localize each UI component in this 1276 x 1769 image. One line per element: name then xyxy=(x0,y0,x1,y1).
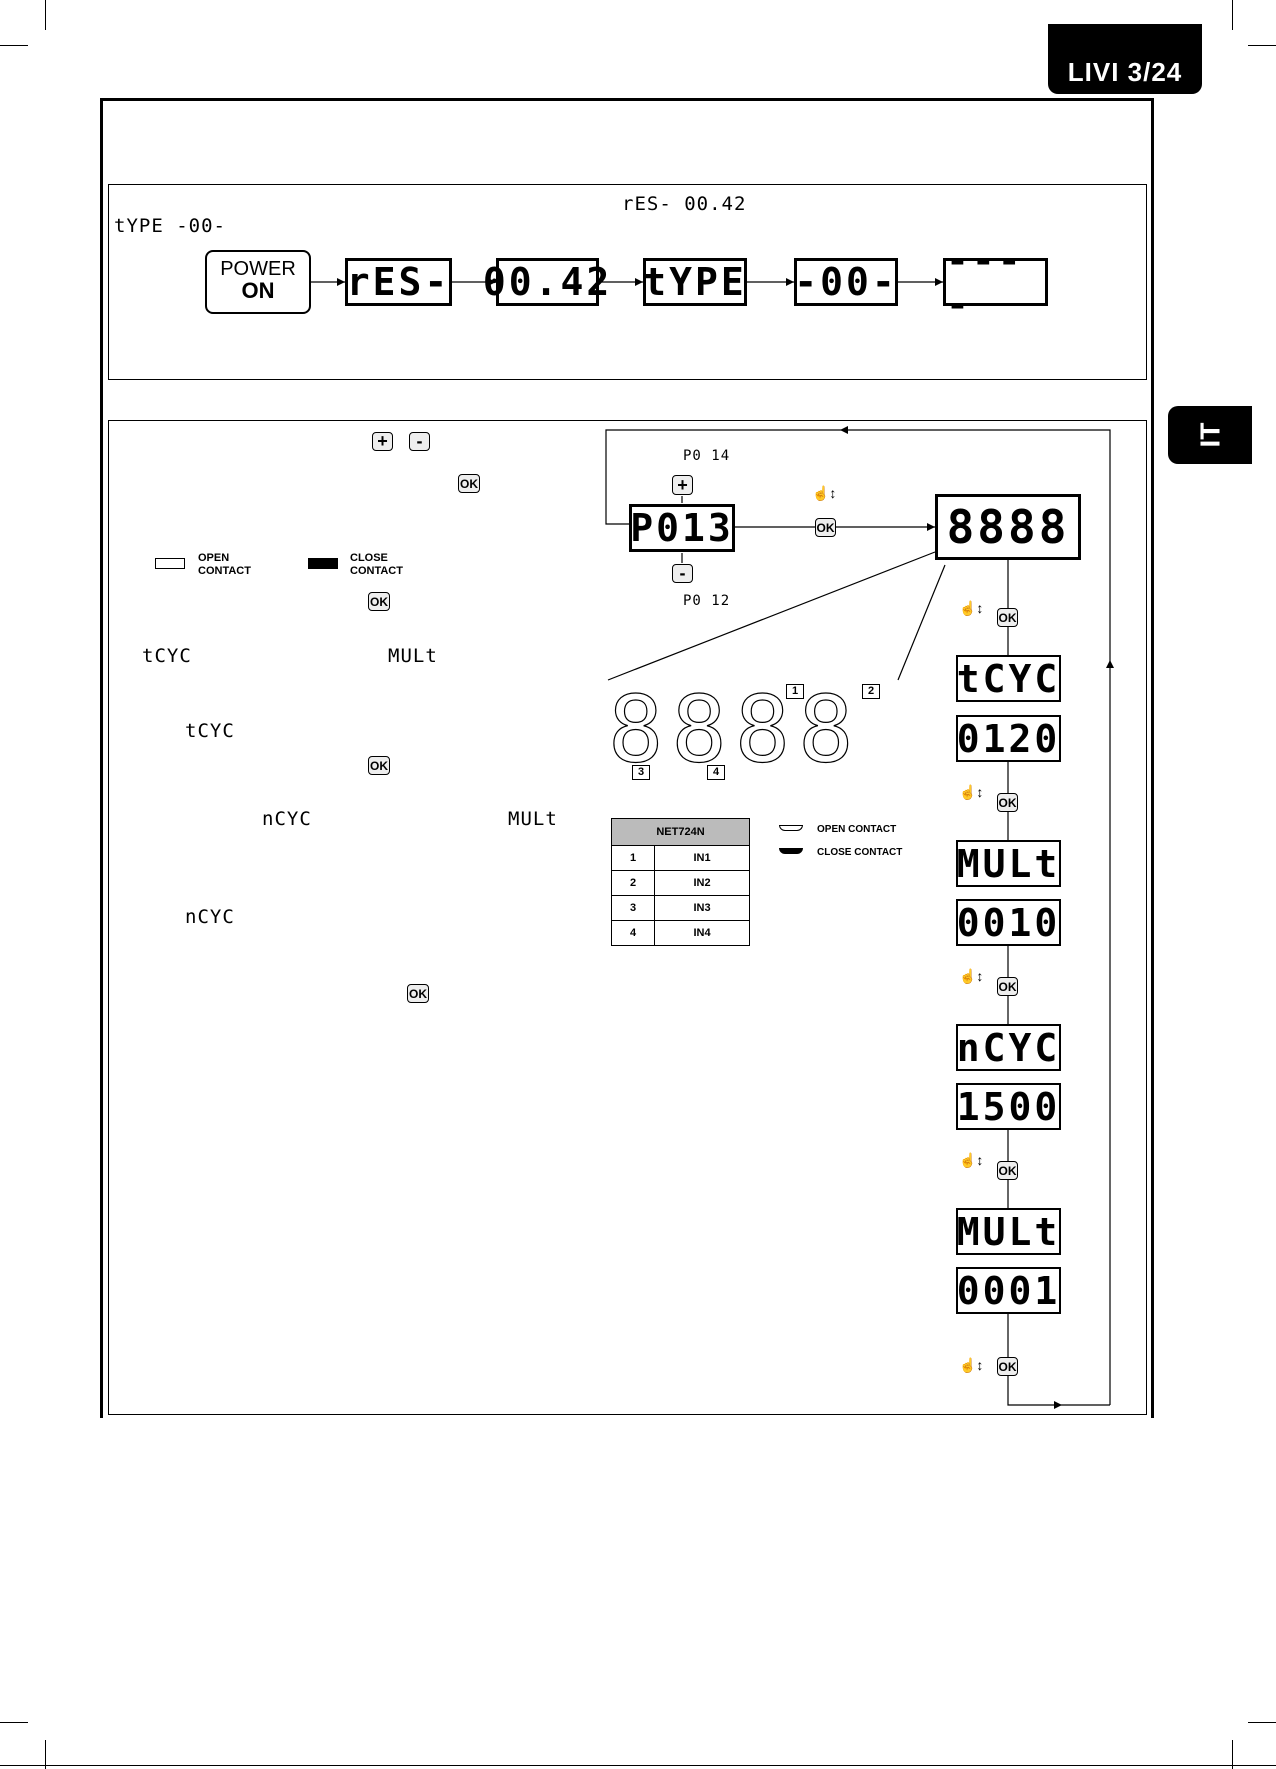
segment-label-1: 1 xyxy=(786,684,805,699)
display-mult-value: 0010 xyxy=(956,899,1061,946)
ok-key-icon: OK xyxy=(997,977,1018,996)
crop-mark xyxy=(1248,45,1276,46)
table-cell: 2 xyxy=(610,870,656,896)
display-tcyc-value: 0120 xyxy=(956,715,1061,762)
segment-label-2: 2 xyxy=(862,684,881,699)
close-contact-segment-icon xyxy=(779,848,803,854)
power-on-section xyxy=(108,184,1147,380)
table-cell: IN4 xyxy=(654,920,750,946)
crop-mark xyxy=(0,45,28,46)
table-cell: IN2 xyxy=(654,870,750,896)
table-cell: 1 xyxy=(610,845,656,871)
ok-key-icon: OK xyxy=(458,474,480,493)
crop-mark xyxy=(0,1722,28,1723)
type-text: tYPE -00- xyxy=(114,215,226,237)
display-tcyc: tCYC xyxy=(956,655,1061,702)
display-mult: MULt xyxy=(956,840,1061,887)
res-version-text: rES- 00.42 xyxy=(622,193,747,215)
table-cell: 3 xyxy=(610,895,656,921)
display-ncyc-value: 1500 xyxy=(956,1083,1061,1130)
minus-key-icon: - xyxy=(672,563,693,583)
finger-press-icon: ☝↕ xyxy=(959,1152,984,1168)
table-cell: 4 xyxy=(610,920,656,946)
zoomed-display: 8888 xyxy=(607,676,862,783)
open-contact-label: OPEN CONTACT xyxy=(198,552,251,577)
mult-text: MULt xyxy=(508,808,558,830)
display-type-value: -00- xyxy=(794,258,898,306)
minus-key-icon: - xyxy=(409,431,430,451)
ok-key-icon: OK xyxy=(815,518,836,537)
open-contact-segment-icon xyxy=(779,825,803,831)
finger-press-icon: ☝↕ xyxy=(959,968,984,984)
tcyc-text: tCYC xyxy=(185,720,235,742)
ok-key-icon: OK xyxy=(997,793,1018,812)
finger-press-icon: ☝↕ xyxy=(959,600,984,616)
display-contacts: 8888 xyxy=(935,494,1081,560)
display-ncyc: nCYC xyxy=(956,1024,1061,1071)
close-contact-icon xyxy=(308,558,338,569)
finger-press-icon: ☝↕ xyxy=(959,1357,984,1373)
table-header: NET724N xyxy=(611,818,750,846)
plus-key-icon: + xyxy=(372,431,393,451)
content-frame xyxy=(100,98,1154,1418)
display-version: 00.42 xyxy=(482,258,613,306)
crop-mark xyxy=(1232,1740,1233,1769)
power-on-label: POWER ON xyxy=(205,250,311,314)
ok-key-icon: OK xyxy=(407,984,429,1003)
ok-key-icon: OK xyxy=(997,608,1018,627)
finger-press-icon: ☝↕ xyxy=(959,784,984,800)
ok-key-icon: OK xyxy=(368,592,390,611)
open-contact-label: OPEN CONTACT xyxy=(817,824,897,835)
power-label-line2: ON xyxy=(241,278,275,303)
page-edge xyxy=(0,1765,1276,1766)
display-param: P013 xyxy=(629,504,735,552)
parameter-section xyxy=(108,420,1147,1415)
ok-key-icon: OK xyxy=(997,1161,1018,1180)
ok-key-icon: OK xyxy=(368,756,390,775)
power-label-line1: POWER xyxy=(220,258,296,280)
prev-param-label: P0 12 xyxy=(683,593,731,609)
language-tab: IT xyxy=(1168,406,1252,464)
table-cell: IN3 xyxy=(654,895,750,921)
mult-text: MULt xyxy=(388,645,438,667)
crop-mark xyxy=(45,1740,46,1769)
page-tab: LIVI 3/24 xyxy=(1048,24,1202,94)
crop-mark xyxy=(1248,1722,1276,1723)
finger-press-icon: ☝↕ xyxy=(812,485,837,501)
ok-key-icon: OK xyxy=(997,1357,1018,1376)
tcyc-text: tCYC xyxy=(142,645,192,667)
crop-mark xyxy=(1232,0,1233,30)
display-res: rES- xyxy=(345,258,452,306)
open-contact-icon xyxy=(155,558,185,569)
next-param-label: P0 14 xyxy=(683,448,731,464)
segment-label-3: 3 xyxy=(632,765,651,780)
segment-label-4: 4 xyxy=(707,765,726,780)
display-mult: MULt xyxy=(956,1208,1061,1255)
display-type: tYPE xyxy=(643,258,747,306)
ncyc-text: nCYC xyxy=(262,808,312,830)
close-contact-label: CLOSE CONTACT xyxy=(817,847,903,858)
close-contact-label: CLOSE CONTACT xyxy=(350,552,403,577)
plus-key-icon: + xyxy=(672,475,693,495)
ncyc-text: nCYC xyxy=(185,906,235,928)
table-cell: IN1 xyxy=(654,845,750,871)
crop-mark xyxy=(45,0,46,30)
display-mult-value: 0001 xyxy=(956,1267,1061,1314)
